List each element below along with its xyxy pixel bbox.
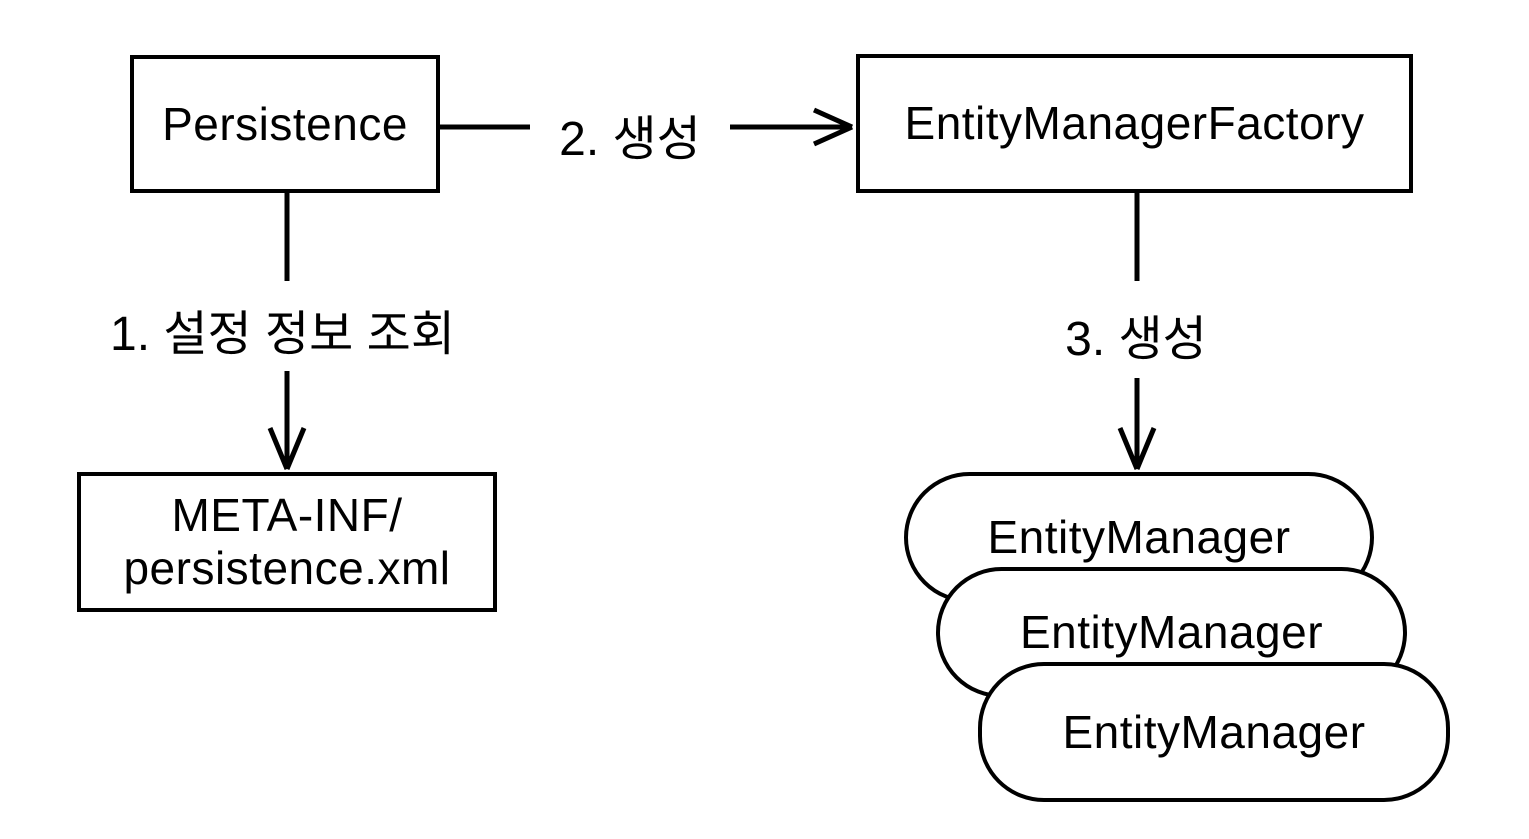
- node-entity-manager-2-label: EntityManager: [1019, 606, 1324, 659]
- edge-label-step1: 1. 설정 정보 조회: [75, 294, 490, 364]
- node-persistence-xml-line2: persistence.xml: [123, 542, 451, 594]
- node-entity-manager-factory-label: EntityManagerFactory: [904, 97, 1365, 150]
- node-persistence-xml-label: META-INF/ persistence.xml: [123, 489, 450, 595]
- node-entity-manager-3-label: EntityManager: [1062, 705, 1366, 758]
- node-entity-manager-1-label: EntityManager: [987, 511, 1291, 564]
- edge-label-step2: 2. 생성: [530, 99, 730, 169]
- node-persistence: Persistence: [130, 55, 440, 193]
- node-entity-manager-3: EntityManager: [978, 662, 1450, 802]
- node-persistence-xml: META-INF/ persistence.xml: [77, 472, 497, 612]
- node-entity-manager-factory: EntityManagerFactory: [856, 54, 1413, 193]
- node-persistence-label: Persistence: [162, 97, 408, 150]
- node-persistence-xml-line1: META-INF/: [171, 489, 403, 542]
- edge-label-step3: 3. 생성: [1036, 299, 1236, 369]
